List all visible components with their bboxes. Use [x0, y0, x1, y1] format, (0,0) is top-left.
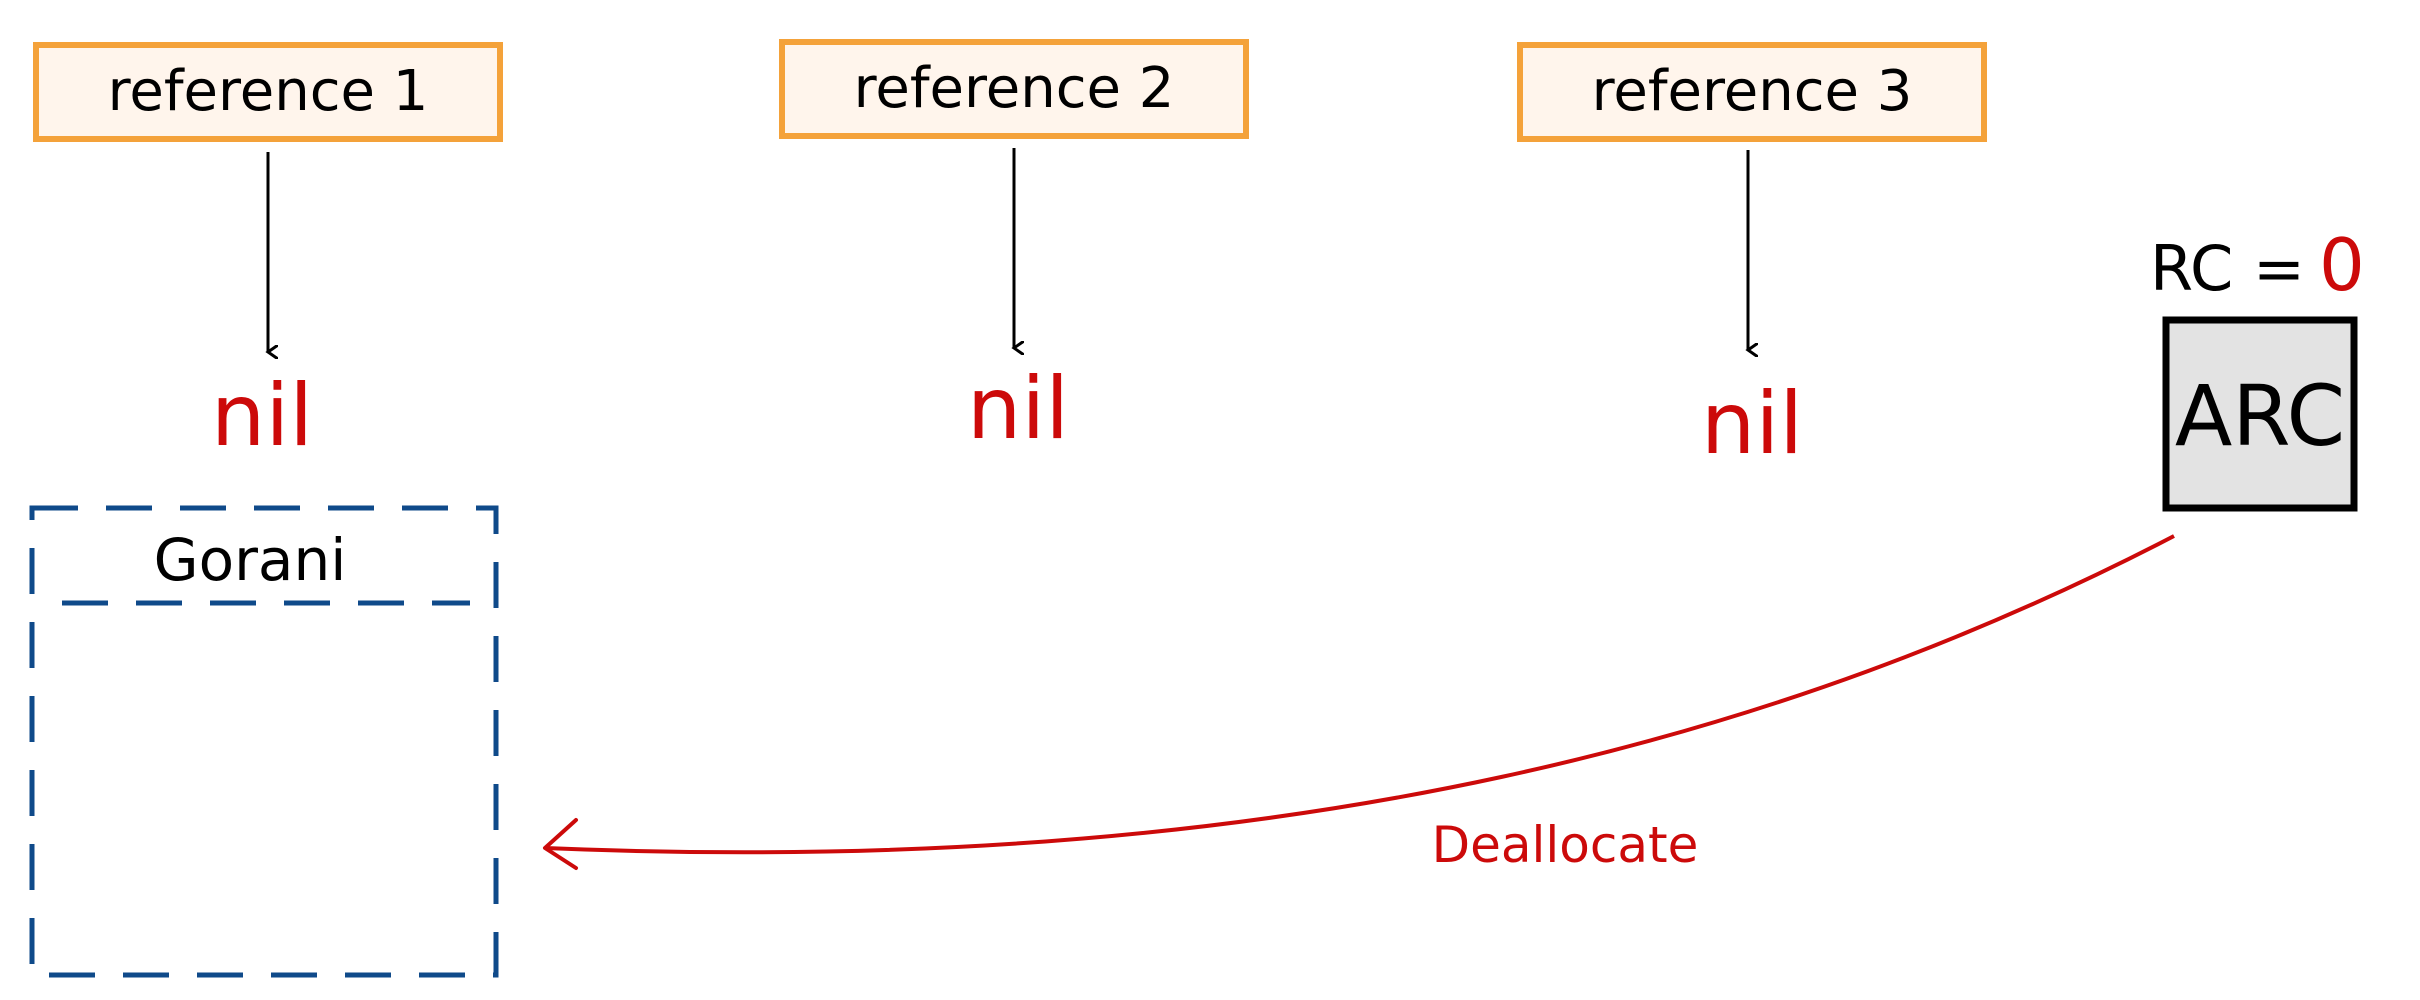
reference-1-nil: nil	[211, 366, 313, 466]
rc-value: 0	[2319, 223, 2365, 307]
arc-box	[2162, 316, 2358, 512]
reference-1-box	[33, 42, 503, 142]
reference-1-label: reference 1	[108, 59, 429, 124]
arc-counter: RC =0 ARC	[2150, 223, 2365, 512]
reference-2-label: reference 2	[854, 56, 1175, 121]
deallocate-arrow: Deallocate	[543, 534, 2175, 874]
arc-label: ARC	[2175, 367, 2345, 465]
rc-prefix: RC =	[2150, 232, 2305, 305]
gorani-title: Gorani	[154, 526, 347, 594]
reference-3: reference 3 nil	[1517, 42, 1987, 474]
gorani-object-box	[29, 505, 499, 978]
reference-1: reference 1 nil	[33, 42, 503, 466]
deallocate-label: Deallocate	[1432, 816, 1699, 874]
reference-3-label: reference 3	[1592, 59, 1913, 124]
deallocate-curve	[544, 534, 2175, 855]
gorani-object: Gorani	[29, 505, 499, 978]
rc-label: RC =0	[2150, 223, 2365, 307]
reference-3-nil: nil	[1701, 374, 1803, 474]
reference-3-box	[1517, 42, 1987, 142]
reference-2-nil: nil	[967, 359, 1069, 459]
reference-2-box	[779, 39, 1249, 139]
reference-2: reference 2 nil	[779, 39, 1249, 459]
deallocate-arrowhead	[543, 818, 578, 870]
